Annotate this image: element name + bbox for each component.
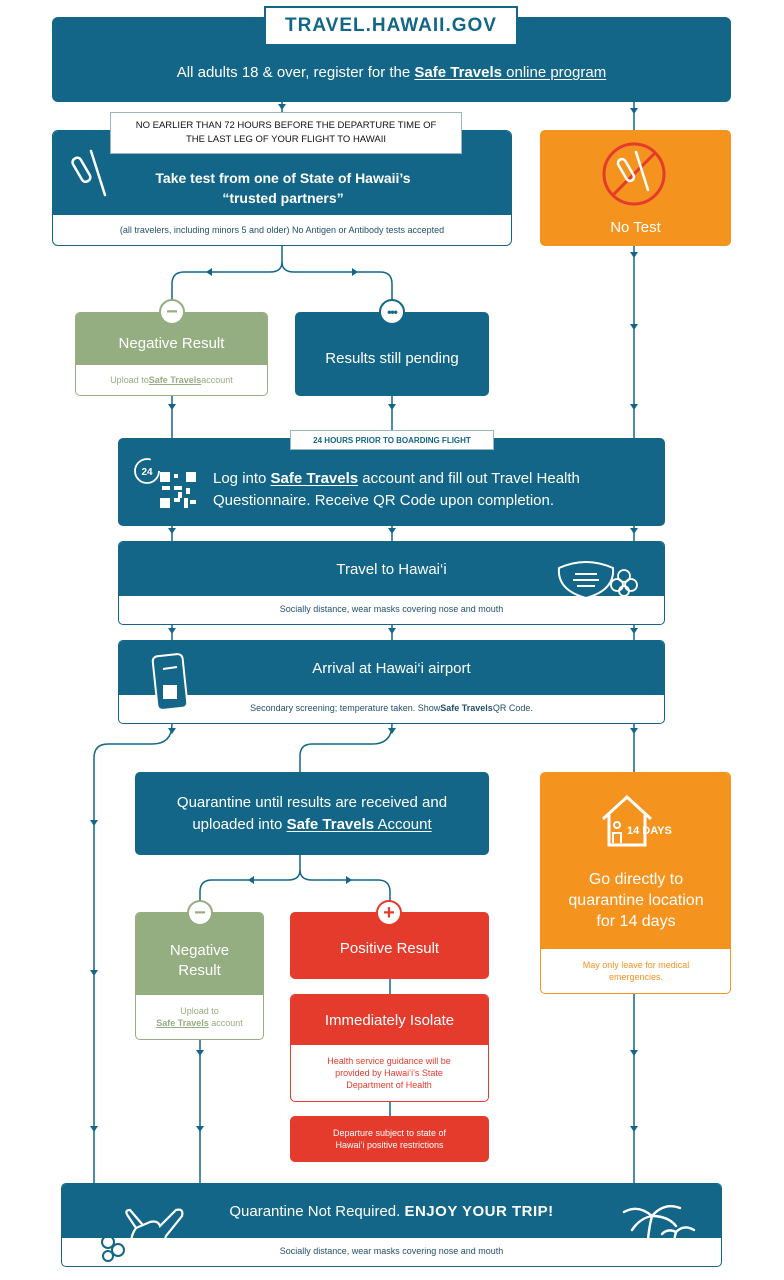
positive-result-card: Positive Result (290, 912, 489, 979)
svg-text:24: 24 (141, 467, 153, 478)
negative-result-title-2: Negative Result (136, 913, 263, 995)
isolate-card: Immediately Isolate Health service guida… (290, 994, 489, 1102)
negative-result-card-2: Negative Result Upload to Safe Travels a… (135, 912, 264, 1040)
safe-travels-account-link[interactable]: Safe Travels (270, 470, 359, 487)
clock-24-icon: 24 (132, 456, 162, 486)
qr-code-icon (160, 472, 196, 508)
registration-text: All adults 18 & over, register for the S… (176, 64, 607, 81)
house-icon (597, 791, 657, 851)
isolate-note: Health service guidance will be provided… (327, 1056, 451, 1090)
minus-icon-2: − (187, 900, 213, 926)
arrival-step-title: Arrival at Hawai‘i airport (119, 641, 664, 695)
mask-icon (553, 552, 619, 604)
test-step-title: Take test from one of State of Hawaii’s … (155, 170, 411, 206)
enjoy-trip-card: Quarantine Not Required. ENJOY YOUR TRIP… (61, 1183, 722, 1267)
departure-restrictions-card: Departure subject to state of Hawai‘i po… (290, 1116, 489, 1162)
quarantine-days-badge: 14 DAYS (627, 825, 672, 837)
no-test-label: No Test (610, 218, 661, 236)
quarantine-until-results-card: Quarantine until results are received an… (135, 772, 489, 855)
site-url[interactable]: TRAVEL.HAWAII.GOV (264, 6, 518, 46)
enjoy-trip-subtitle: Socially distance, wear masks covering n… (279, 1246, 504, 1256)
hibiscus-icon (609, 568, 639, 598)
minus-icon: − (159, 299, 185, 325)
safe-travels-account-link-2[interactable]: Safe Travels (286, 815, 375, 833)
phone-boarding-pass-icon (151, 651, 191, 715)
travel-step-subtitle: Socially distance, wear masks covering n… (279, 604, 504, 614)
test-step-subtitle: (all travelers, including minors 5 and o… (119, 225, 445, 235)
quarantine-14-days-card: 14 DAYS Go directly to quarantine locati… (540, 772, 731, 994)
log-in-step-card: 24 Log into Safe Travels account and fil… (118, 438, 665, 526)
safe-travels-link[interactable]: Safe Travels (414, 64, 502, 81)
no-test-icon (598, 138, 670, 210)
results-pending-card: Results still pending (295, 312, 489, 396)
no-test-card: No Test (540, 130, 731, 246)
quarantine-14-title: Go directly to quarantine location for 1… (568, 870, 704, 930)
pending-dots-icon: ••• (379, 299, 405, 325)
enjoy-trip-title: Quarantine Not Required. ENJOY YOUR TRIP… (62, 1184, 721, 1238)
plus-icon: + (376, 900, 402, 926)
arrival-step-card: Arrival at Hawai‘i airport Secondary scr… (118, 640, 665, 724)
boarding-timing-note: 24 HOURS PRIOR TO BOARDING FLIGHT (290, 430, 494, 450)
negative-result-card: Negative Result Upload to Safe Travels a… (75, 312, 268, 396)
travel-step-card: Travel to Hawai‘i Socially distance, wea… (118, 541, 665, 625)
isolate-title: Immediately Isolate (291, 995, 488, 1045)
test-timing-note: NO EARLIER THAN 72 HOURS BEFORE THE DEPA… (110, 112, 462, 154)
arrival-step-subtitle: Secondary screening; temperature taken. … (250, 703, 533, 713)
negative-result-upload-note-2: Upload to Safe Travels account (156, 1006, 243, 1028)
shaka-hand-icon (96, 1202, 186, 1264)
palm-tree-icon (618, 1194, 696, 1266)
log-in-instructions: Log into Safe Travels account and fill o… (213, 470, 580, 509)
test-tube-icon (65, 145, 109, 201)
quarantine-14-note: May only leave for medical emergencies. (582, 960, 690, 982)
negative-result-upload-note: Upload to Safe Travels account (110, 375, 233, 385)
